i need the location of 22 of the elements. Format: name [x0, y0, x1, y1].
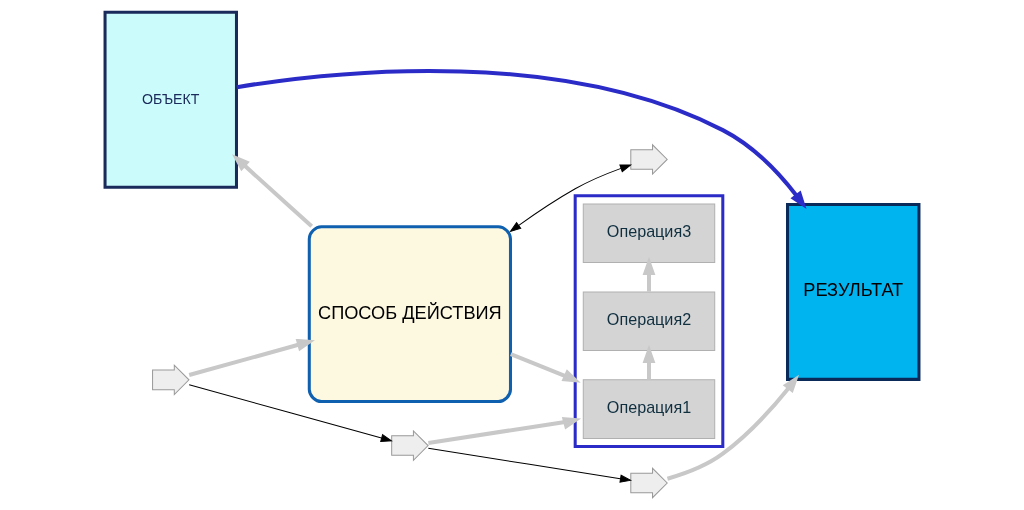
- node-arrow: [391, 429, 429, 462]
- node-box: РЕЗУЛЬТАТ: [786, 202, 921, 381]
- node-box: ОБЪЕКТ: [103, 10, 238, 189]
- arrow: [510, 352, 581, 383]
- arrow: [188, 338, 315, 377]
- node-box: Операция3: [582, 203, 716, 264]
- cluster: [573, 194, 725, 449]
- node-box: Операция1: [582, 379, 716, 439]
- arrow: [428, 417, 582, 445]
- node-arrow: [630, 467, 668, 499]
- arrow: [642, 344, 656, 380]
- node-box: СПОСОБ ДЕЙСТВИЯ: [307, 225, 512, 404]
- arrow: [232, 154, 314, 228]
- node-arrow: [630, 143, 668, 176]
- arrow: [642, 256, 656, 292]
- arrow: [666, 374, 800, 481]
- arrow: [509, 164, 633, 233]
- arrow: [236, 69, 807, 209]
- arrow: [188, 384, 393, 442]
- node-arrow: [152, 364, 190, 396]
- arrow: [427, 447, 633, 483]
- node-box: Операция2: [582, 291, 716, 352]
